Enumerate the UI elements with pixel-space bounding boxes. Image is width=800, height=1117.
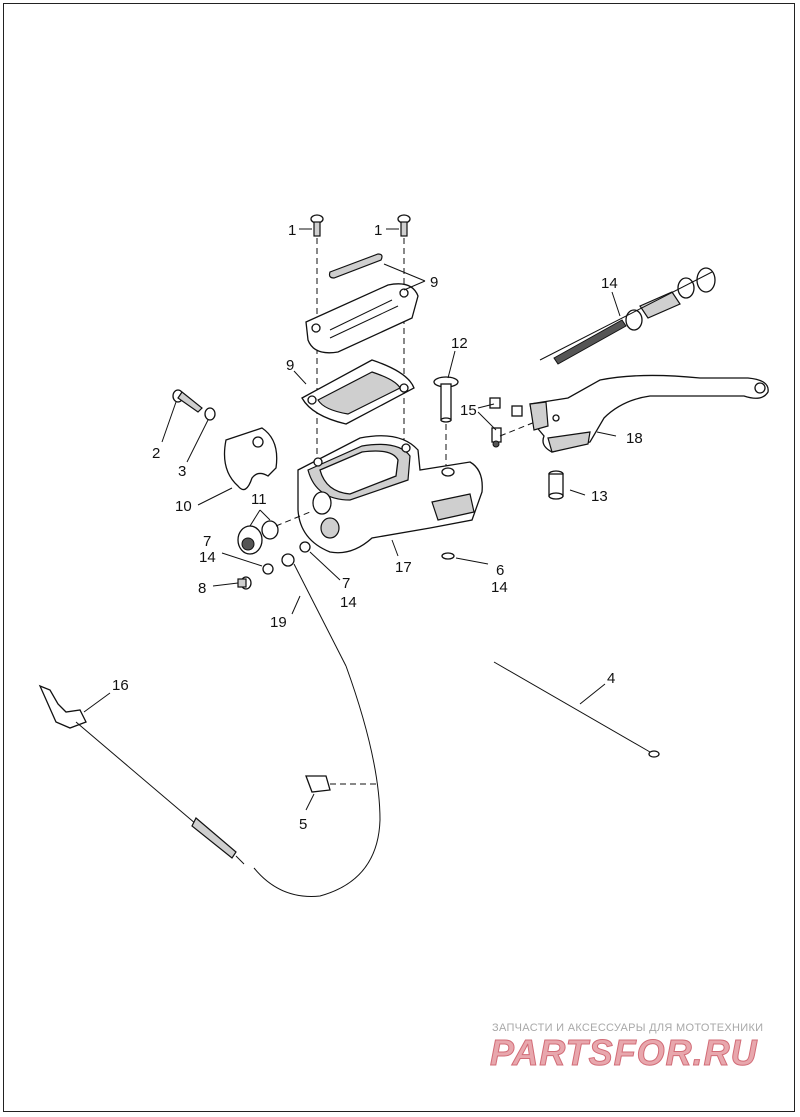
screw-part-1-left [310,214,324,237]
callout-16: 16 [112,677,129,694]
lever-part-18 [529,374,769,453]
screw-part-1-right [397,214,411,237]
washer-part-3 [204,407,216,421]
callout-9: 9 [286,357,294,374]
callout-14: 14 [491,579,508,596]
bolt-part-2 [172,389,203,413]
callout-19: 19 [270,614,287,631]
callout-14: 14 [199,549,216,566]
callout-5: 5 [299,816,307,833]
retaining-ring-part-6 [441,552,455,560]
callout-9: 9 [430,274,438,291]
callout-7: 7 [203,533,211,550]
bracket-line [539,271,713,361]
leader-lines [83,228,621,811]
callout-1: 1 [374,222,382,239]
pivot-pin-part-12 [433,376,459,423]
watermark-brand-logo: PARTSFOR.RU [490,1032,758,1074]
master-cylinder-body-part-17 [297,435,483,554]
cable-part-16 [38,684,245,865]
banjo-bolt-part-8 [237,576,252,590]
washer-part-7-right [299,541,311,553]
bushing-part-13 [548,470,564,500]
callout-14: 14 [601,275,618,292]
callouts: 1 1 9 9 12 14 15 18 13 2 3 10 11 7 14 8 … [112,222,643,833]
reservoir-cover-part-9 [305,283,419,354]
clip-part-5 [305,775,331,793]
o-ring-part-11 [261,520,279,540]
callout-17: 17 [395,559,412,576]
cable-tie-part-4 [493,661,660,758]
switch-part-15 [489,397,523,448]
callout-13: 13 [591,488,608,505]
callout-14: 14 [340,594,357,611]
assembly-line [275,511,311,527]
diagram-frame [3,3,795,1112]
callout-10: 10 [175,498,192,515]
callout-11: 11 [251,491,267,508]
switch-housing-part-11 [237,525,263,555]
washer-part-7-left [262,563,274,575]
clamp-part-10 [223,427,278,491]
hydraulic-line-part-19 [253,553,381,897]
cover-label-part-9 [328,253,383,279]
callout-1: 1 [288,222,296,239]
callout-7: 7 [342,575,350,592]
diaphragm-gasket-part-9 [301,359,415,425]
callout-3: 3 [178,463,186,480]
callout-2: 2 [152,445,160,462]
callout-4: 4 [607,670,615,687]
callout-15: 15 [460,402,477,419]
callout-18: 18 [626,430,643,447]
callout-6: 6 [496,562,504,579]
callout-8: 8 [198,580,206,597]
callout-12: 12 [451,335,468,352]
watermark-tagline: ЗАПЧАСТИ И АКСЕССУАРЫ ДЛЯ МОТОТЕХНИКИ [492,1022,764,1034]
